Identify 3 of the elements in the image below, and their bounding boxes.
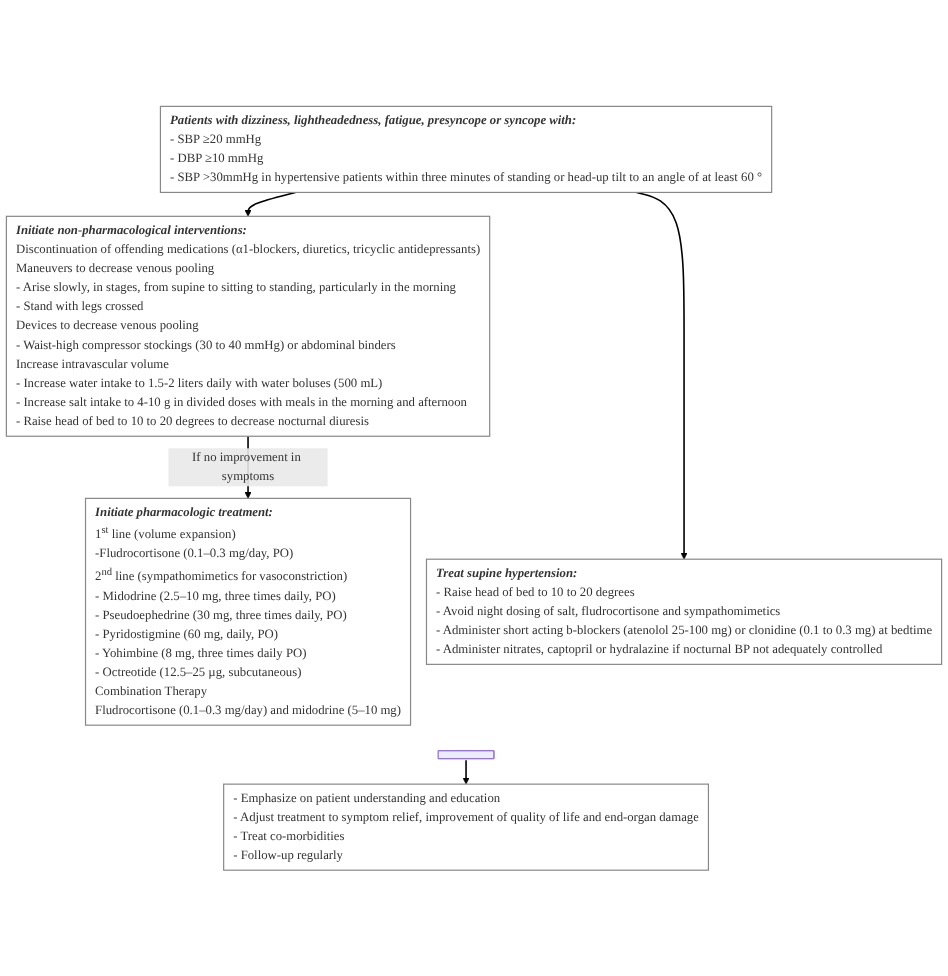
arrow <box>462 759 470 785</box>
arrow <box>244 191 297 217</box>
arrow <box>635 191 688 560</box>
